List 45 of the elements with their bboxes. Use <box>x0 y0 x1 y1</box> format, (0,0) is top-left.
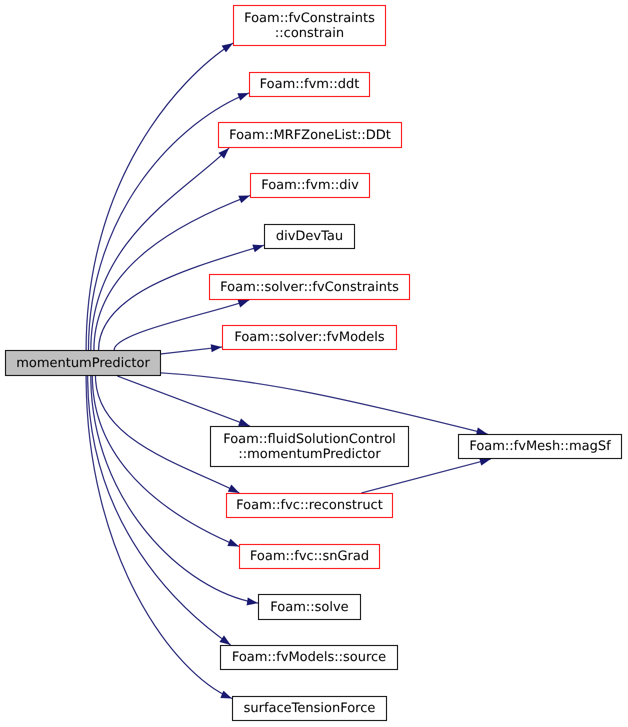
call-arrow <box>117 375 250 427</box>
call-arrow <box>93 194 250 350</box>
function-name: Foam::solve <box>270 600 349 614</box>
call-arrow <box>90 376 258 604</box>
function-box <box>249 72 370 97</box>
function-name: Foam::MRFZoneList::DDt <box>229 128 391 142</box>
call-arrow <box>94 376 240 494</box>
call-arrow <box>160 344 222 354</box>
call-arrow <box>361 458 491 494</box>
function-name: Foam::fvc::reconstruct <box>236 498 383 513</box>
function-name: Foam::fvm::ddt <box>260 77 360 92</box>
function-box <box>218 122 402 148</box>
function-box <box>458 434 622 459</box>
function-name: momentumPredictor <box>16 356 150 370</box>
function-box <box>220 645 398 670</box>
function-box <box>210 426 409 467</box>
function-name: Foam::fvMesh::magSf <box>469 439 611 454</box>
function-box <box>250 173 370 198</box>
function-box <box>239 544 380 569</box>
function-name: Foam::fvModels::source <box>232 650 386 665</box>
function-name: divDevTau <box>276 229 344 244</box>
function-name: Foam::fvConstraints ::constrain <box>243 10 376 40</box>
call-arrow <box>88 92 250 350</box>
function-name: Foam::fvc::snGrad <box>250 549 370 564</box>
call-arrow <box>98 244 264 350</box>
function-box <box>226 493 393 518</box>
function-box <box>209 274 410 300</box>
function-name: Foam::fvm::div <box>261 178 359 193</box>
call-arrow <box>90 148 230 350</box>
function-name: Foam::solver::fvConstraints <box>220 280 399 294</box>
call-arrow <box>86 42 234 350</box>
function-name: surfaceTensionForce <box>244 701 376 716</box>
function-box <box>258 594 361 620</box>
call-arrow <box>160 372 488 436</box>
call-arrow <box>92 376 240 547</box>
function-box <box>222 325 397 350</box>
function-box <box>264 224 355 249</box>
call-arrow <box>87 376 231 646</box>
function-box <box>5 350 161 376</box>
function-box <box>232 696 387 721</box>
call-arrow <box>114 299 250 350</box>
function-name: Foam::fluidSolutionControl ::momentumPredictor <box>222 432 397 462</box>
function-name: Foam::solver::fvModels <box>234 330 385 345</box>
call-arrow <box>86 376 232 699</box>
function-box <box>233 5 386 46</box>
